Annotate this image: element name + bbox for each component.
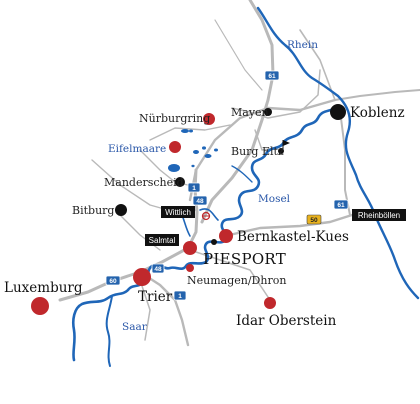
label-mosel: Mosel [258, 193, 291, 205]
city-dot-luxemburg[interactable] [31, 297, 49, 315]
svg-text:1: 1 [178, 293, 182, 300]
shield-a1-mid: 1 [187, 182, 201, 193]
svg-text:61: 61 [337, 202, 345, 209]
label-piesport: PIESPORT [203, 250, 286, 268]
svg-text:60: 60 [109, 278, 117, 285]
label-burg-eltz: Burg Eltz [231, 145, 284, 158]
city-markers [31, 104, 346, 315]
city-dot-manderscheid[interactable] [175, 177, 185, 187]
svg-text:Salmtal: Salmtal [149, 236, 176, 245]
city-dot-small-bernkastel [211, 239, 217, 245]
castle-flag-icon [282, 140, 290, 152]
city-dot-piesport[interactable] [183, 241, 197, 255]
city-dot-eifelmaare[interactable] [169, 141, 181, 153]
saar-river [105, 295, 113, 367]
label-neumagen: Neumagen/Dhron [187, 274, 286, 287]
city-dot-idar-oberstein[interactable] [264, 297, 276, 309]
svg-text:48: 48 [196, 198, 204, 205]
label-manderscheid: Manderscheid [104, 176, 184, 189]
label-idar-oberstein: Idar Oberstein [236, 313, 337, 329]
city-dot-bitburg[interactable] [115, 204, 127, 216]
label-rhein: Rhein [287, 39, 318, 51]
shield-b50: 50 [306, 214, 322, 225]
eifel-lakes [168, 129, 218, 172]
label-bernkastel: Bernkastel-Kues [237, 229, 349, 245]
svg-text:61: 61 [268, 73, 276, 80]
label-box-wittlich[interactable]: Wittlich [161, 206, 195, 218]
label-trier: Trier [138, 289, 173, 305]
city-dot-nurburgring[interactable] [203, 113, 215, 125]
label-luxemburg: Luxemburg [4, 280, 83, 296]
shield-a48: 48 [192, 195, 208, 206]
shield-a1-south: 1 [173, 290, 187, 301]
city-dot-bernkastel[interactable] [219, 229, 233, 243]
shield-a61-top: 61 [264, 70, 280, 81]
svg-text:Rheinböllen: Rheinböllen [358, 211, 400, 220]
shield-a60: 60 [105, 275, 121, 286]
shield-a48-w: 48 [151, 263, 165, 274]
svg-text:Wittlich: Wittlich [165, 208, 191, 217]
city-dot-mayen[interactable] [264, 108, 272, 116]
label-koblenz: Koblenz [350, 105, 405, 121]
city-dot-koblenz[interactable] [330, 104, 346, 120]
svg-text:48: 48 [154, 266, 162, 273]
label-nurburgring: Nürburgring [139, 112, 210, 125]
city-dot-neumagen[interactable] [186, 264, 194, 272]
airport-icon [201, 211, 211, 221]
svg-text:1: 1 [192, 185, 196, 192]
road-shields: 61 61 1 48 60 48 1 50 [105, 70, 349, 301]
label-box-salmtal[interactable]: Salmtal [145, 234, 179, 246]
label-bitburg: Bitburg [72, 204, 114, 217]
shield-a61-right: 61 [333, 199, 349, 210]
city-dot-trier[interactable] [133, 268, 151, 286]
label-saar: Saar [122, 321, 148, 333]
rhein-river [256, 6, 420, 300]
svg-text:50: 50 [310, 217, 318, 224]
label-box-rheinbollen[interactable]: Rheinböllen [352, 209, 406, 221]
road-network [58, 0, 420, 347]
label-eifelmaare: Eifelmaare [108, 143, 166, 155]
label-mayen: Mayen [231, 106, 269, 119]
